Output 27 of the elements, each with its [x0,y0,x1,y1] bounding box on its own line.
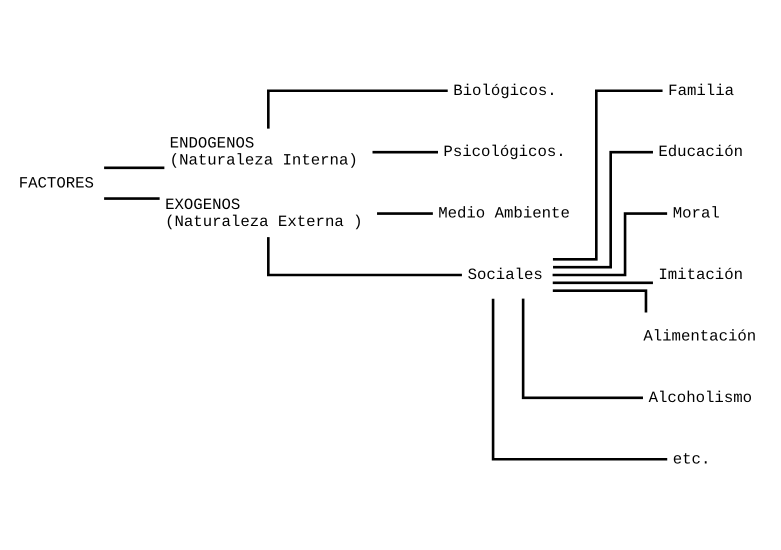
connector [553,150,653,268]
connector [552,212,668,276]
connector [522,298,643,400]
connector [552,89,663,261]
connector [492,298,668,461]
node-text: Alcoholismo [648,388,752,407]
node-text: Biológicos. [453,82,557,100]
node-text: Alimentación [643,327,756,346]
node-text: Medio Ambiente [438,204,570,223]
node-text: Moral [672,204,720,223]
node-text: Psicológicos. [443,143,566,162]
connector [552,289,648,312]
node-text: Familia [668,82,734,100]
connector [552,282,653,284]
node-text: etc. [672,450,710,468]
node-text: Educación [658,143,744,162]
node-text: ENDOGENOS (Naturaleza Interna) [170,134,358,170]
connector [267,89,448,129]
connector [267,237,462,276]
node-text: FACTORES [18,174,94,193]
connector [372,150,438,154]
node-text: EXOGENOS (Naturaleza Externa ) [165,196,363,232]
node-text: Sociales [468,266,543,284]
node-text: Imitación [658,266,744,284]
connector [104,166,164,170]
connector [377,212,433,215]
connector [104,197,160,200]
